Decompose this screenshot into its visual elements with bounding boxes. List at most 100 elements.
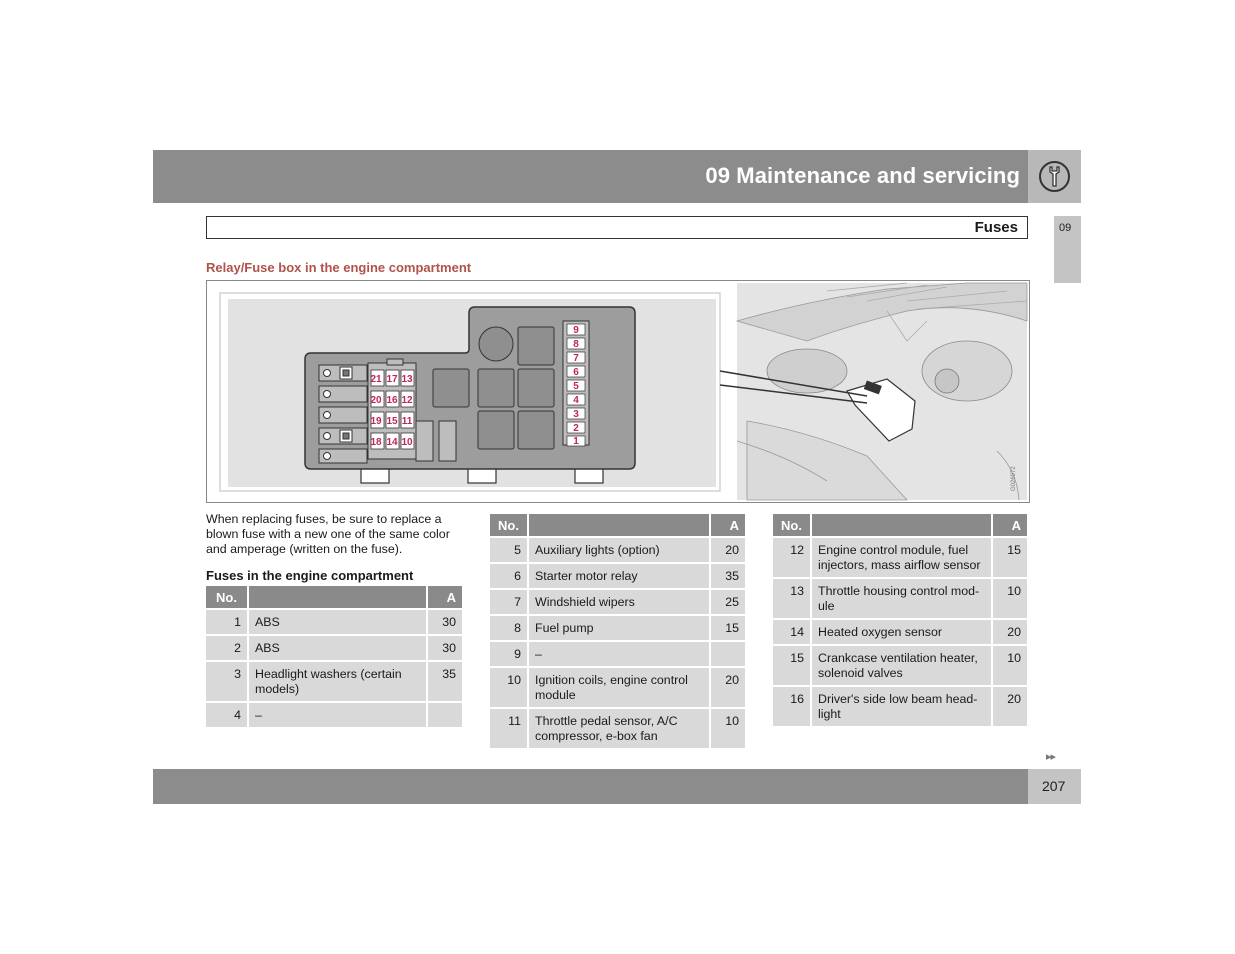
cell-amp: 30 <box>428 610 462 634</box>
cell-amp: 15 <box>993 538 1027 577</box>
cell-amp: 30 <box>428 636 462 660</box>
cell-no: 10 <box>490 668 527 707</box>
cell-no: 16 <box>773 687 810 726</box>
cell-desc: Engine control module, fuel injectors, m… <box>812 538 991 577</box>
cell-desc: Headlight washers (certain models) <box>249 662 426 701</box>
cell-desc: Ignition coils, engine control module <box>529 668 709 707</box>
cell-desc: ABS <box>249 610 426 634</box>
cell-desc: ABS <box>249 636 426 660</box>
fuse-label: 14 <box>386 437 398 448</box>
table-caption: Fuses in the engine compartment <box>206 568 414 583</box>
fuse-label: 5 <box>573 381 579 392</box>
chapter-icon-box <box>1028 150 1081 203</box>
section-title-box: Fuses <box>206 216 1028 239</box>
cell-desc: Starter motor relay <box>529 564 709 588</box>
cell-no: 5 <box>490 538 527 562</box>
fuse-label: 1 <box>573 436 579 447</box>
cell-no: 15 <box>773 646 810 685</box>
fuse-label: 13 <box>401 374 413 385</box>
cell-amp: 35 <box>428 662 462 701</box>
fuse-label: 12 <box>401 395 413 406</box>
page-number: 207 <box>1042 778 1066 794</box>
cell-desc: Windshield wipers <box>529 590 709 614</box>
fuse-box-figure: 21 17 13 20 16 12 19 15 11 18 14 10 <box>206 280 1030 503</box>
header-amp: A <box>993 514 1027 536</box>
cell-no: 6 <box>490 564 527 588</box>
cell-amp: 15 <box>711 616 745 640</box>
fuse-label: 19 <box>370 416 382 427</box>
table-header-row: No. A <box>206 586 462 608</box>
cell-amp <box>711 642 745 666</box>
cell-amp: 10 <box>711 709 745 748</box>
cell-no: 4 <box>206 703 247 727</box>
header-no: No. <box>490 514 527 536</box>
fuse-label: 21 <box>370 374 382 385</box>
fuse-box-diagram: 21 17 13 20 16 12 19 15 11 18 14 10 <box>219 282 1028 501</box>
cell-no: 12 <box>773 538 810 577</box>
footer-bar <box>153 769 1028 804</box>
cell-amp: 20 <box>993 620 1027 644</box>
cell-amp: 20 <box>711 668 745 707</box>
wrench-icon <box>1039 161 1070 192</box>
cell-desc: Auxiliary lights (option) <box>529 538 709 562</box>
cell-amp <box>428 703 462 727</box>
cell-no: 7 <box>490 590 527 614</box>
cell-no: 8 <box>490 616 527 640</box>
cell-no: 3 <box>206 662 247 701</box>
header-desc <box>812 514 991 536</box>
table-header-row: No. A <box>773 514 1027 536</box>
header-desc <box>529 514 709 536</box>
intro-paragraph: When replacing fuses, be sure to replace… <box>206 512 450 556</box>
engine-bay-sketch <box>735 282 1028 501</box>
cell-desc: – <box>529 642 709 666</box>
fuse-label: 2 <box>573 423 579 434</box>
section-title: Fuses <box>974 219 1018 236</box>
fuse-label: 9 <box>573 325 579 336</box>
fuse-label: 6 <box>573 367 579 378</box>
continue-arrows: ▸▸ <box>1046 751 1056 763</box>
chapter-header: 09 Maintenance and servicing <box>153 150 1028 203</box>
side-tab-label: 09 <box>1059 222 1072 234</box>
cell-desc: Throttle pedal sensor, A/C compressor, e… <box>529 709 709 748</box>
cell-desc: Heated oxygen sensor <box>812 620 991 644</box>
fuse-label: 11 <box>402 416 413 427</box>
cell-desc: Throttle housing control mod-ule <box>812 579 991 618</box>
fuse-label: 18 <box>370 437 382 448</box>
header-amp: A <box>428 586 462 608</box>
cell-amp: 20 <box>711 538 745 562</box>
cell-amp: 25 <box>711 590 745 614</box>
cell-no: 11 <box>490 709 527 748</box>
header-desc <box>249 586 426 608</box>
header-no: No. <box>206 586 247 608</box>
cell-no: 9 <box>490 642 527 666</box>
chapter-side-tab: 09 <box>1054 216 1081 283</box>
figure-code: G026972 <box>1011 466 1017 491</box>
cell-amp: 10 <box>993 579 1027 618</box>
cell-desc: Fuel pump <box>529 616 709 640</box>
fuse-label: 16 <box>386 395 398 406</box>
cell-amp: 20 <box>993 687 1027 726</box>
sub-heading: Relay/Fuse box in the engine compartment <box>206 260 472 275</box>
page-number-box: 207 <box>1028 769 1081 804</box>
fuse-label: 17 <box>386 374 398 385</box>
cell-no: 14 <box>773 620 810 644</box>
header-amp: A <box>711 514 745 536</box>
fuse-label: 3 <box>573 409 579 420</box>
fuse-label: 8 <box>573 339 579 350</box>
fuse-label: 10 <box>401 437 413 448</box>
chapter-title: 09 Maintenance and servicing <box>705 163 1020 188</box>
